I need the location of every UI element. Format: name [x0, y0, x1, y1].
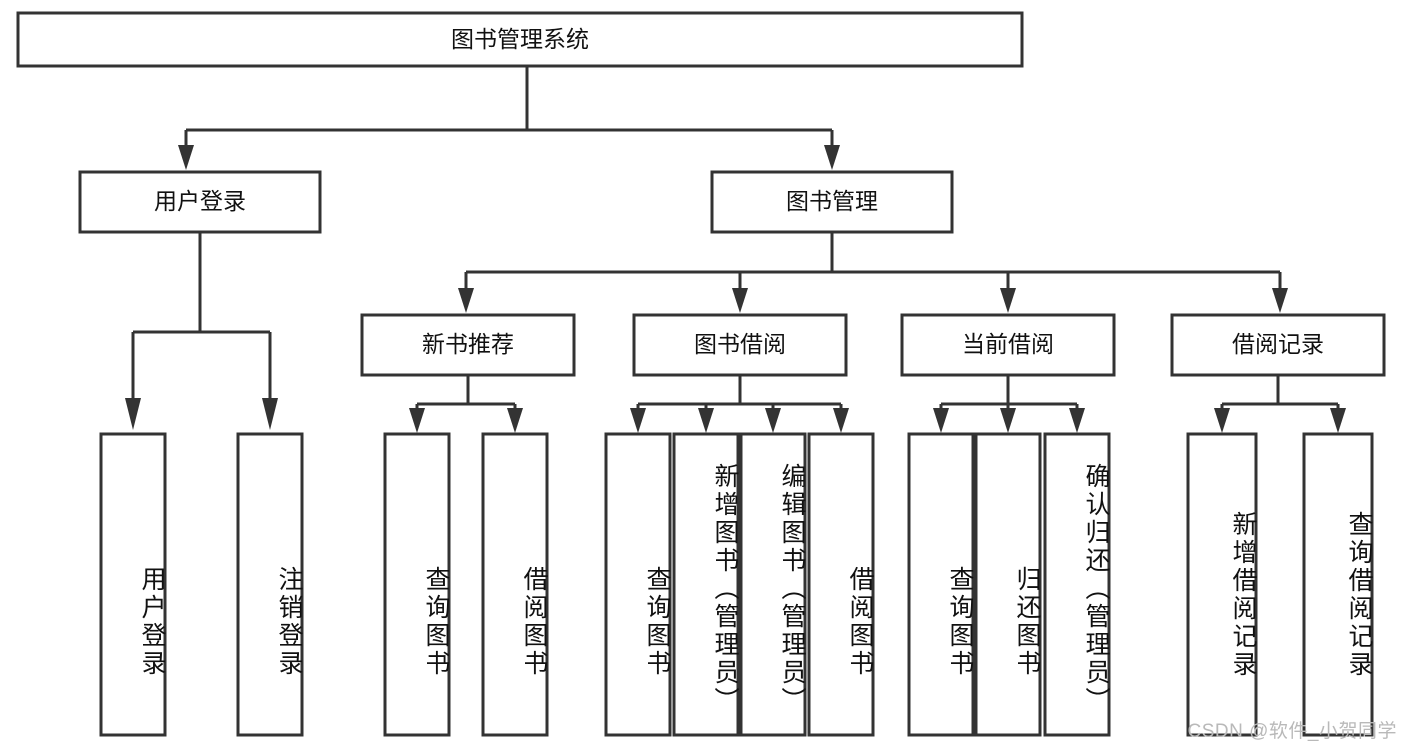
- csdn-watermark: CSDN @软件_小贺同学: [1187, 721, 1397, 742]
- arrow-user-login-leaf-1: [125, 398, 141, 430]
- connector-root-trunk: [178, 66, 840, 170]
- arrow-new-book-rec-leaf-2: [507, 408, 523, 433]
- arrow-current-borrow-leaf-2: [1000, 408, 1016, 433]
- root-label: 图书管理系统: [451, 26, 589, 52]
- node-current-borrow[interactable]: 当前借阅: [900, 313, 1116, 377]
- leaf-box-current-borrow-3[interactable]: [1043, 432, 1111, 737]
- user-login-label: 用户登录: [154, 188, 246, 214]
- connector-new-book-rec-children: [409, 375, 523, 433]
- arrow-borrow-records-leaf-2: [1330, 408, 1346, 433]
- arrow-to-new-book-rec: [458, 288, 474, 313]
- arrow-book-borrow-leaf-4: [833, 408, 849, 433]
- leaf-box-book-borrow-1[interactable]: [604, 432, 672, 737]
- user-login-box[interactable]: [78, 170, 322, 234]
- borrow-records-label: 借阅记录: [1232, 331, 1324, 357]
- leaf-box-current-borrow-2[interactable]: [974, 432, 1042, 737]
- arrow-to-book-borrow: [732, 288, 748, 313]
- arrow-current-borrow-leaf-1: [933, 408, 949, 433]
- arrow-new-book-rec-leaf-1: [409, 408, 425, 433]
- arrow-to-user-login: [178, 145, 194, 170]
- leaf-box-borrow-records-2[interactable]: [1302, 432, 1374, 737]
- root-box[interactable]: [16, 11, 1024, 68]
- node-book-borrow[interactable]: 图书借阅: [632, 313, 848, 377]
- new-book-rec-label: 新书推荐: [422, 331, 514, 357]
- arrow-user-login-leaf-2: [262, 398, 278, 430]
- new-book-rec-box[interactable]: [360, 313, 576, 377]
- arrow-book-borrow-leaf-1: [630, 408, 646, 433]
- connector-borrow-records-children: [1214, 375, 1346, 433]
- node-user-login[interactable]: 用户登录: [78, 170, 322, 234]
- arrow-to-current-borrow: [1000, 288, 1016, 313]
- leaf-box-book-borrow-4[interactable]: [807, 432, 875, 737]
- leaf-box-new-book-rec-1[interactable]: [383, 432, 451, 737]
- node-book-management[interactable]: 图书管理: [710, 170, 954, 234]
- arrow-book-borrow-leaf-2: [698, 408, 714, 433]
- arrow-book-borrow-leaf-3: [765, 408, 781, 433]
- node-borrow-records[interactable]: 借阅记录: [1170, 313, 1386, 377]
- current-borrow-label: 当前借阅: [962, 331, 1054, 357]
- connector-current-borrow-children: [933, 375, 1085, 433]
- leaf-box-book-borrow-2[interactable]: [672, 432, 740, 737]
- leaf-box-current-borrow-1[interactable]: [907, 432, 975, 737]
- book-management-label: 图书管理: [786, 188, 878, 214]
- arrow-to-borrow-records: [1272, 288, 1288, 313]
- connector-book-management-children: [458, 232, 1288, 313]
- current-borrow-box[interactable]: [900, 313, 1116, 377]
- leaf-box-user-login-2[interactable]: [236, 432, 304, 737]
- leaf-box-new-book-rec-2[interactable]: [481, 432, 549, 737]
- arrow-to-book-mgmt: [824, 145, 840, 170]
- node-root[interactable]: 图书管理系统: [16, 11, 1024, 68]
- arrow-current-borrow-leaf-3: [1069, 408, 1085, 433]
- node-new-book-recommendation[interactable]: 新书推荐: [360, 313, 576, 377]
- book-borrow-label: 图书借阅: [694, 331, 786, 357]
- leaf-box-user-login-1[interactable]: [99, 432, 167, 737]
- leaf-box-borrow-records-1[interactable]: [1186, 432, 1258, 737]
- connector-user-login-children: [125, 232, 278, 430]
- leaf-box-book-borrow-3[interactable]: [739, 432, 807, 737]
- connector-book-borrow-children: [630, 375, 849, 433]
- arrow-borrow-records-leaf-1: [1214, 408, 1230, 433]
